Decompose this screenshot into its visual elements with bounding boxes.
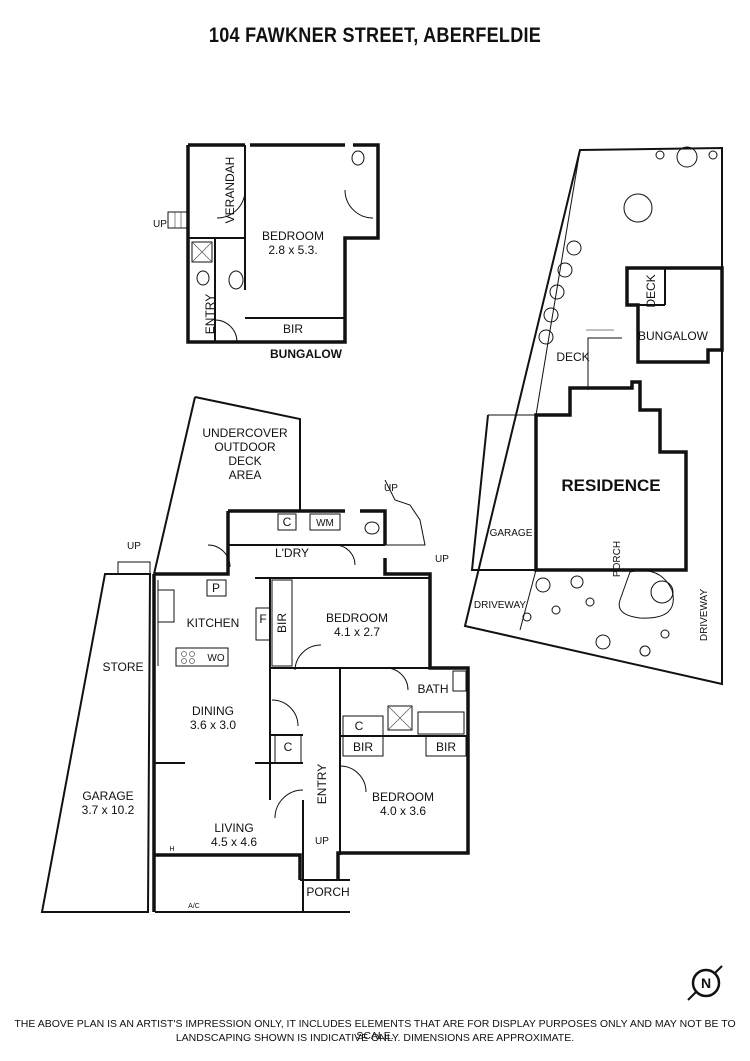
deck-area-line3: DECK [228,454,261,468]
bungalow-entry-label: ENTRY [203,294,217,334]
deck-area-line2: OUTDOOR [214,440,276,454]
bedroom1-dim: 4.1 x 2.7 [334,625,380,639]
bungalow-caption: BUNGALOW [270,347,343,361]
bath-label: BATH [417,682,448,696]
bir-label-3: BIR [436,740,456,754]
bedroom1-label: BEDROOM [326,611,388,625]
site-deck-label-2: DECK [556,350,589,364]
porch-label: PORCH [306,885,349,899]
entry-label: ENTRY [315,764,329,804]
bungalow-bedroom-label: BEDROOM [262,229,324,243]
bungalow-plan: UP VERANDAH BEDROOM 2.8 x 5.3. ENTRY BIR… [153,143,380,361]
north-arrow-label: N [701,975,711,991]
air-conditioner-label: A/C [188,903,200,910]
kitchen-label: KITCHEN [187,616,240,630]
garage-label: GARAGE [82,789,133,803]
bungalow-bir-label: BIR [283,322,303,336]
entry-up-label: UP [315,836,329,847]
garage-dim: 3.7 x 10.2 [82,803,135,817]
laundry-label: L'DRY [275,546,309,560]
bedroom2-label: BEDROOM [372,790,434,804]
dining-label: DINING [192,704,234,718]
deck-area-line1: UNDERCOVER [202,426,288,440]
deck-area-line4: AREA [229,468,262,482]
washing-machine-label: WM [316,518,334,529]
site-driveway-right-label: DRIVEWAY [699,589,710,642]
side-up-label: UP [435,554,449,565]
wall-oven-label: WO [207,653,224,664]
disclaimer-line-1: THE ABOVE PLAN IS AN ARTIST'S IMPRESSION… [14,1018,736,1042]
bungalow-up-label: UP [153,219,167,230]
pantry-label: P [212,581,220,595]
heater-label: H [169,846,174,853]
site-garage-label: GARAGE [490,528,533,539]
living-dim: 4.5 x 4.6 [211,835,257,849]
residence-plan: UP UNDERCOVER OUTDOOR DECK AR [40,396,470,913]
bir-label-2: BIR [353,740,373,754]
store-label: STORE [102,660,143,674]
store-up-label: UP [127,541,141,552]
bir-label-1: BIR [275,613,289,633]
laundry-cupboard-label: C [283,515,292,529]
bungalow-bedroom-dim: 2.8 x 5.3. [268,243,317,257]
fridge-label: F [259,612,266,626]
site-deck-label-1: DECK [644,274,658,307]
site-porch-label: PORCH [612,541,623,577]
disclaimer-line-2: LANDSCAPING SHOWN IS INDICATIVE ONLY. DI… [175,1032,575,1044]
verandah-label: VERANDAH [223,157,237,224]
dining-dim: 3.6 x 3.0 [190,718,236,732]
site-bungalow-label: BUNGALOW [638,329,709,343]
page-title: 104 FAWKNER STREET, ABERFELDIE [208,24,542,47]
site-plan: DECK BUNGALOW DECK RESIDENCE GARAGE PORC… [463,146,724,686]
site-residence-label: RESIDENCE [561,476,660,495]
bedroom2-dim: 4.0 x 3.6 [380,804,426,818]
living-label: LIVING [214,821,253,835]
north-arrow: N [687,965,723,1001]
laundry-up-label: UP [384,483,398,494]
bath-cupboard-label: C [355,719,364,733]
site-trees [522,146,718,657]
hall-cupboard-label: C [284,740,293,754]
site-driveway-left-label: DRIVEWAY [474,600,527,611]
